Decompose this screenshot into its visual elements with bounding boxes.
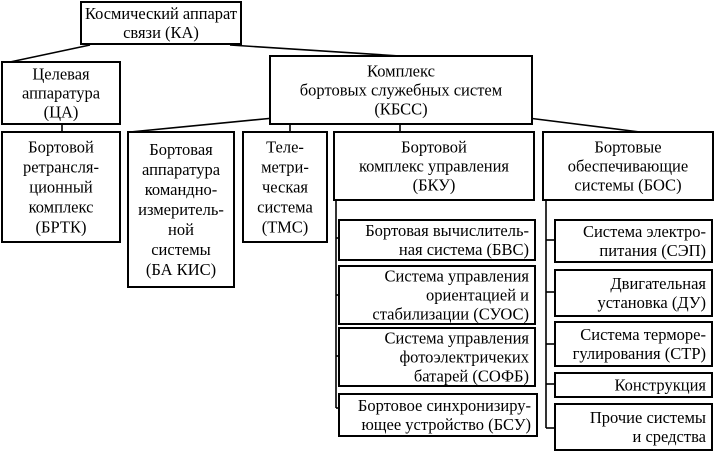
box-frame (80, 1, 242, 45)
box-label-line: Система управления (384, 328, 529, 347)
box-label-line: ной (168, 220, 194, 239)
box-frame (554, 403, 713, 451)
box-label-line: Система управления (384, 266, 529, 285)
box-label-line: ческая (262, 178, 308, 197)
box-label-line: связи (КА) (123, 23, 199, 42)
box-label-line: ная система (БВС) (399, 240, 529, 259)
box-frame (338, 265, 536, 325)
box-label-line: система (257, 198, 313, 217)
box-label-line: системы (БОС) (574, 175, 681, 194)
box-label-line: Конструкция (614, 375, 706, 394)
box-sync-device: Бортовое синхронизиру-ющее устройство (Б… (338, 393, 538, 437)
box-label-line: установка (ДУ) (597, 293, 706, 312)
box-label-line: Бортовой (28, 138, 94, 157)
box-label-line: Теле- (266, 138, 304, 157)
connectors (9, 44, 641, 429)
box-frame (554, 372, 713, 398)
box-computer-system: Бортовая вычислитель-ная система (БВС) (338, 219, 536, 261)
box-label-line: Прочие системы (590, 408, 706, 427)
box-label-line: Целевая (32, 64, 90, 83)
box-frame (554, 219, 713, 263)
box-label-line: обеспечивающие (568, 156, 688, 175)
box-frame (1, 131, 121, 243)
box-label-line: ориентацией и (426, 285, 529, 304)
box-label-line: батарей (СОФБ) (414, 366, 529, 385)
box-label-line: Бортовые (594, 137, 661, 156)
box-label-line: (БКУ) (413, 175, 456, 194)
box-label-line: (БРТК) (36, 218, 87, 237)
box-label-line: питания (СЭП) (599, 241, 706, 260)
box-label-line: аппаратура (22, 83, 101, 102)
connector-kbss-bakis (129, 117, 275, 133)
box-label-line: бортовых служебных систем (300, 80, 503, 99)
box-solar-array-control-system: Система управленияфотоэлектричекихбатаре… (338, 327, 536, 387)
box-structure: Конструкция (554, 372, 713, 398)
box-frame (554, 321, 713, 367)
connector-kbss-bos (527, 117, 641, 133)
box-label-line: комплекс (29, 198, 94, 217)
box-label-line: Система электро- (583, 222, 706, 241)
box-frame (242, 131, 328, 243)
box-label-line: Космический аппарат (85, 4, 237, 23)
box-label-line: ретрансля- (23, 158, 99, 177)
box-frame (338, 327, 536, 387)
box-label-line: Бортовое синхронизиру- (358, 396, 531, 415)
box-label-line: и средства (633, 427, 707, 446)
box-label-line: Система терморе- (580, 325, 706, 344)
box-label-line: Бортовая (149, 140, 213, 159)
box-label-line: ционный (29, 178, 93, 197)
box-label-line: метри- (261, 158, 309, 177)
box-label-line: аппаратура (142, 160, 221, 179)
box-power-system: Система электро-питания (СЭП) (554, 219, 713, 263)
box-frame (333, 131, 535, 201)
box-label-line: (БА КИС) (146, 260, 216, 279)
box-frame (338, 393, 538, 437)
box-frame (127, 131, 235, 288)
box-command-measurement-system: Бортоваяаппаратуракомандно-измеритель-но… (127, 131, 235, 288)
box-label-line: стабилизации (СУОС) (372, 304, 529, 323)
box-label-line: Бортовая вычислитель- (365, 221, 529, 240)
connector-ka-kbss (229, 44, 401, 57)
box-label-line: гулирования (СТР) (573, 344, 706, 363)
box-label-line: фотоэлектричеких (399, 347, 529, 366)
box-label-line: измеритель- (138, 200, 224, 219)
connector-ka-ca (9, 44, 91, 63)
box-label-line: ющее устройство (БСУ) (361, 415, 531, 434)
box-label-line: Двигательная (610, 274, 706, 293)
box-label-line: системы (151, 240, 211, 259)
box-frame (338, 219, 536, 261)
box-label-line: комплекс управления (359, 156, 509, 175)
box-label-line: (ЦА) (44, 102, 79, 121)
box-frame (269, 55, 533, 125)
box-label-line: (КБСС) (374, 99, 427, 118)
box-label-line: Бортовой (401, 137, 467, 156)
box-label-line: командно- (145, 180, 218, 199)
box-label-line: Комплекс (367, 61, 435, 80)
box-thermal-control-system: Система терморе-гулирования (СТР) (554, 321, 713, 367)
box-label-line: (ТМС) (262, 218, 309, 237)
box-frame (542, 131, 714, 201)
box-frame (1, 61, 121, 125)
box-frame (554, 269, 713, 317)
